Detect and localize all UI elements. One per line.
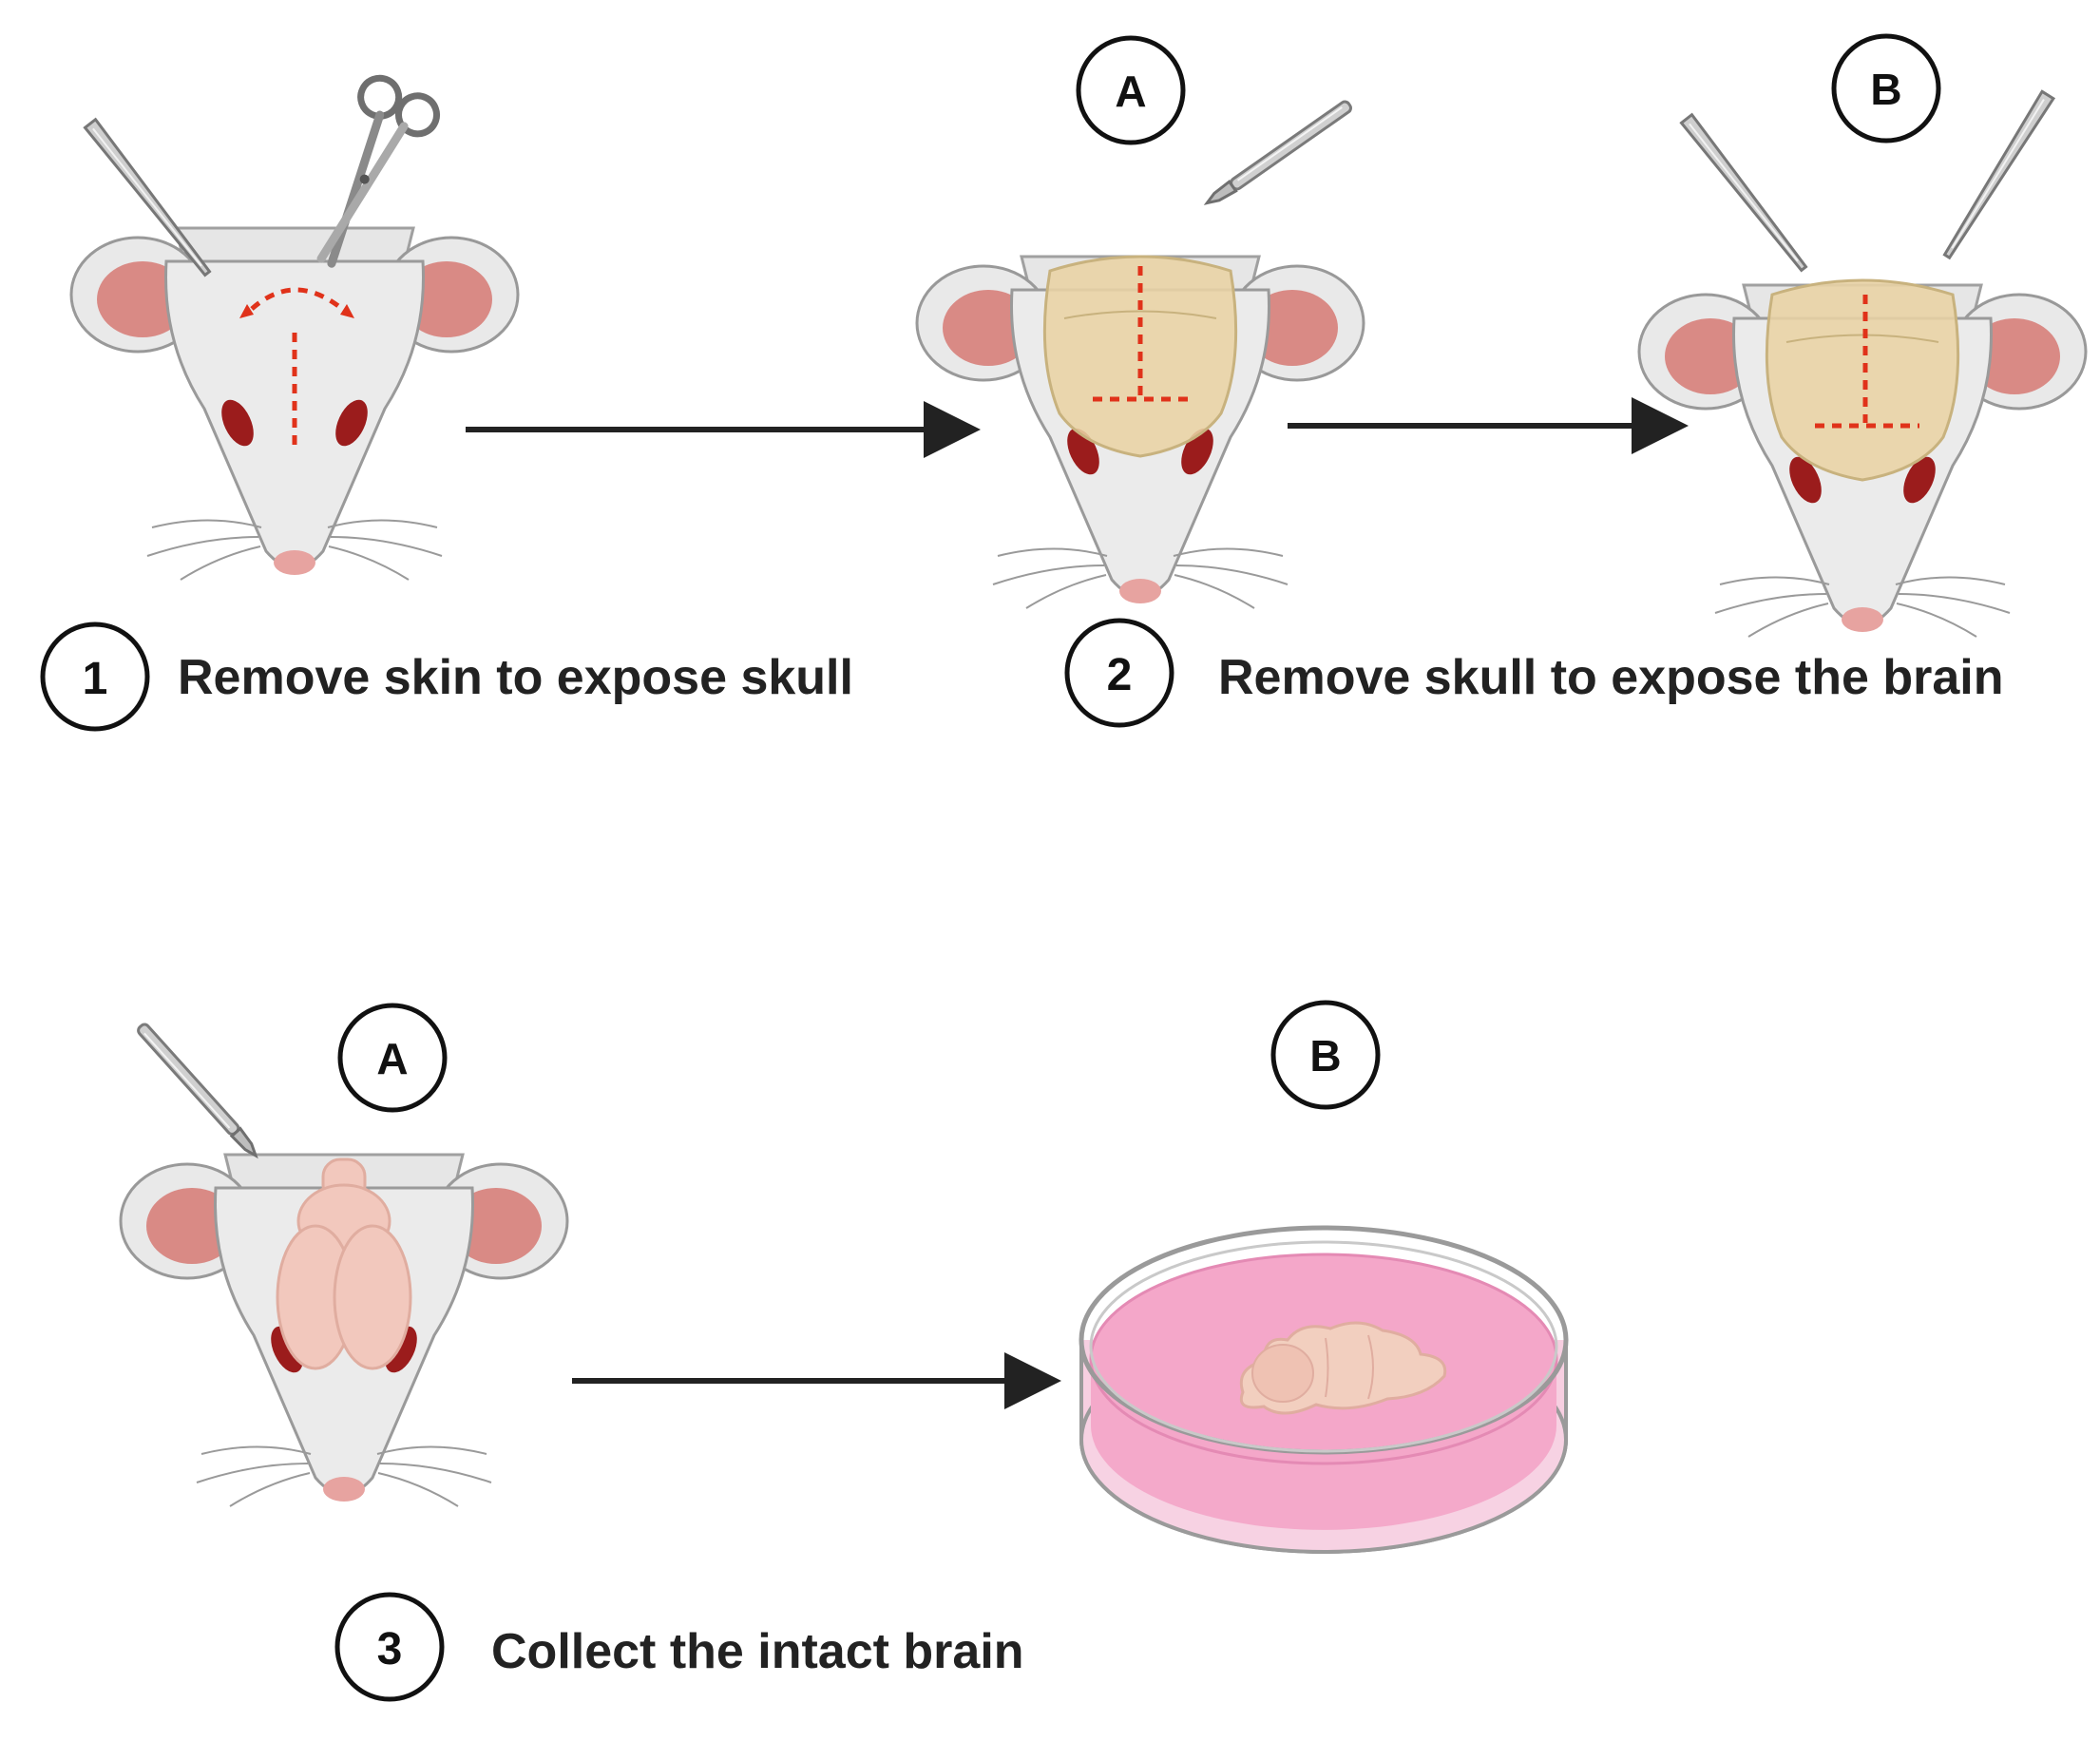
step2b-mouse-illustration: [1637, 278, 2088, 639]
step2a-mouse-illustration: [915, 255, 1365, 610]
incision-lines: [250, 287, 344, 447]
step3a-mouse-illustration: [119, 1153, 569, 1508]
step3-sub-a-label: A: [376, 1034, 408, 1083]
step2-number-badge: [1064, 618, 1174, 728]
step1-mouse-illustration: [69, 226, 520, 582]
step2-sub-a-label: A: [1115, 67, 1146, 116]
step2-label: Remove skull to expose the brain: [1218, 650, 2003, 705]
step2-number: 2: [1107, 650, 1133, 700]
skull-cut-lines: [1093, 266, 1193, 402]
skull-cut-lines: [1815, 295, 1919, 429]
step2-sub-b-badge: [1831, 33, 1941, 143]
step3-sub-b-label: B: [1309, 1031, 1341, 1081]
step1-number-badge: [40, 622, 150, 732]
forceps-icon: [1939, 89, 2055, 261]
forceps-icon: [1679, 113, 1811, 275]
step2-sub-a-badge: [1076, 35, 1186, 145]
scalpel-icon: [135, 1021, 262, 1160]
step3-number: 3: [377, 1624, 403, 1674]
step3-label: Collect the intact brain: [491, 1624, 1024, 1679]
step3-sub-a-badge: [337, 1003, 448, 1113]
scalpel-icon: [1202, 98, 1354, 210]
step3-number-badge: [334, 1592, 445, 1702]
step1-label: Remove skin to expose skull: [178, 650, 853, 705]
step2-sub-b-label: B: [1870, 65, 1901, 114]
brain-icon: [1239, 1321, 1447, 1415]
step1-number: 1: [83, 654, 108, 704]
step3-sub-b-badge: [1270, 1000, 1381, 1110]
petri-dish: [1079, 1225, 1569, 1554]
